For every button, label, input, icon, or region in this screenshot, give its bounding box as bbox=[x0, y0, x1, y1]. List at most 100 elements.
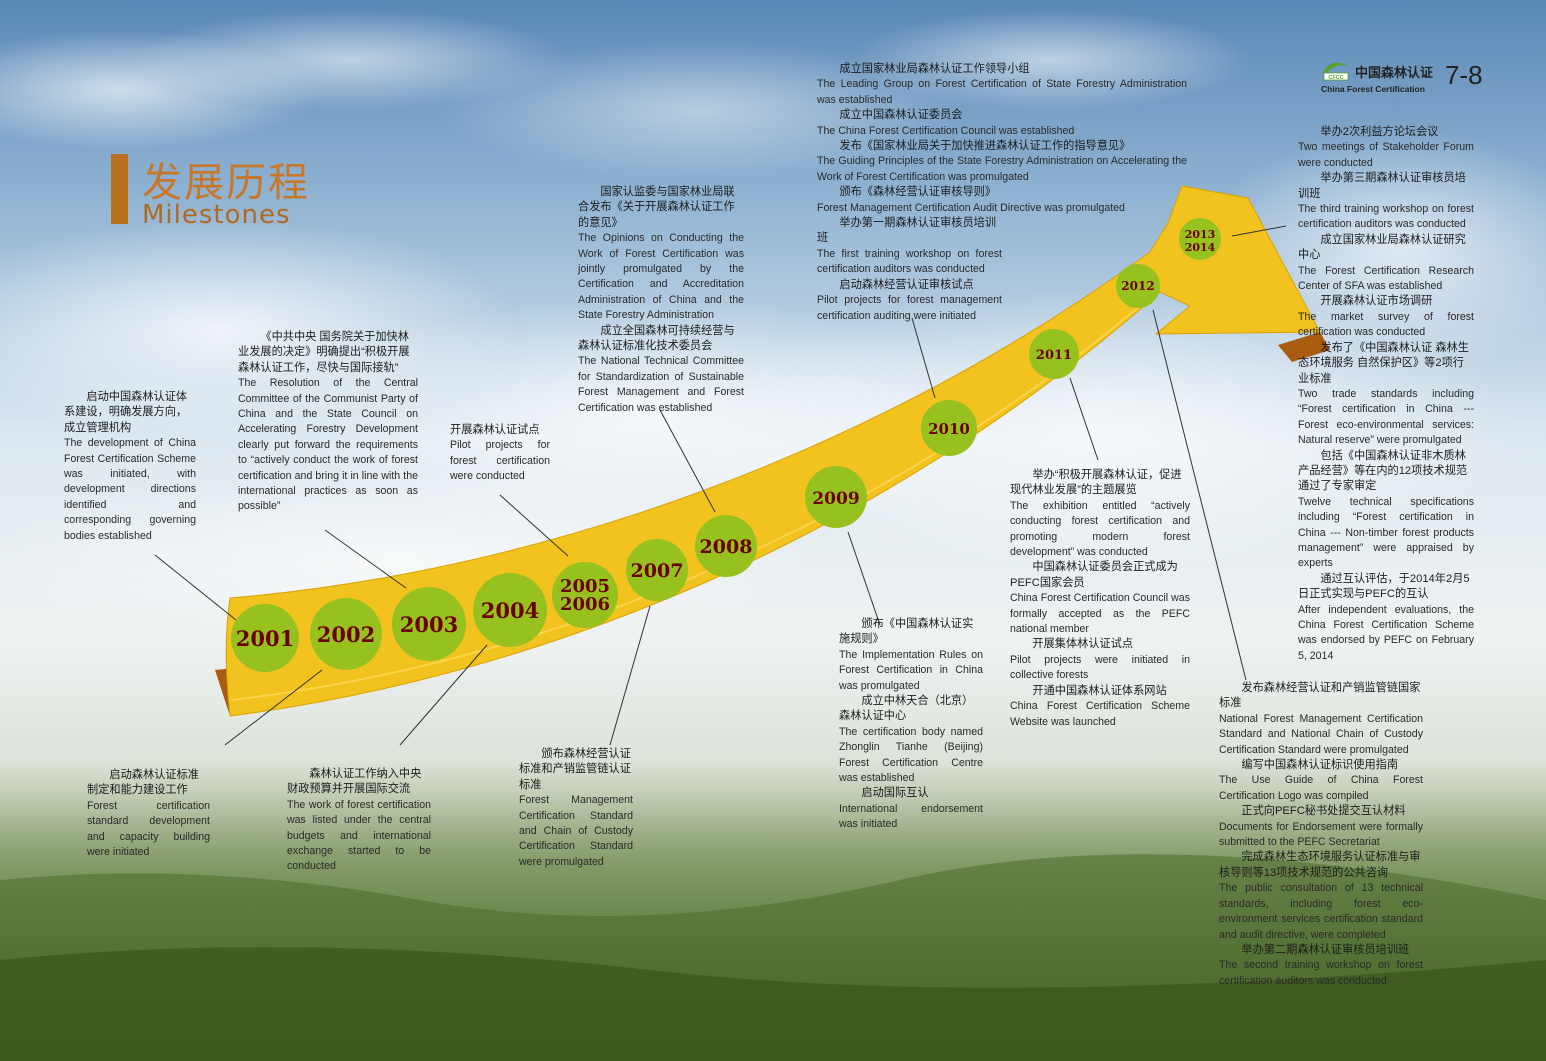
year-label-2008: 2008 bbox=[700, 536, 753, 558]
milestone-2003-zh: 《中共中央 国务院关于加快林业发展的决定》明确提出“积极开展森林认证工作，尽快与… bbox=[238, 331, 410, 374]
milestone-2009: 颁布《中国森林认证实施规则》 The Implementation Rules … bbox=[839, 617, 983, 833]
year-label-2010: 2010 bbox=[928, 420, 970, 438]
milestone-2010-c-en: The Guiding Principles of the State Fore… bbox=[817, 155, 1187, 183]
logo-text-en: China Forest Certification bbox=[1321, 84, 1425, 94]
milestone-2003-en: The Resolution of the Central Committee … bbox=[238, 377, 418, 513]
tree-logo-icon: CFCC bbox=[1323, 62, 1349, 81]
milestone-2005-en: Pilot projects for forest certification … bbox=[450, 439, 550, 483]
milestone-2013-d-en: The market survey of forest certificatio… bbox=[1298, 310, 1474, 339]
milestone-2004-en: The work of forest certification was lis… bbox=[287, 798, 431, 873]
arrow-head-side bbox=[1278, 332, 1330, 362]
milestone-2010-d-zh: 颁布《森林经营认证审核导则》 bbox=[839, 186, 997, 199]
milestone-2009-b-zh: 成立中林天合（北京）森林认证中心 bbox=[839, 695, 974, 723]
milestone-2012-a-en: National Forest Management Certification… bbox=[1219, 712, 1423, 756]
year-circle-2002 bbox=[310, 598, 382, 670]
year-label-2014: 2014 bbox=[1185, 241, 1216, 254]
milestone-2009-c-en: International endorsement was initiated bbox=[839, 802, 983, 831]
milestone-2013-e-zh: 发布了《中国森林认证 森林生态环境服务 自然保护区》等2项行业标准 bbox=[1298, 341, 1469, 385]
milestone-2012-c-zh: 正式向PEFC秘书处提交互认材料 bbox=[1241, 805, 1406, 818]
milestone-2010-e-en: The first training workshop on forest ce… bbox=[817, 247, 1002, 276]
year-label-2003: 2003 bbox=[400, 612, 458, 637]
title-accent-bar bbox=[111, 154, 128, 224]
year-label-2005: 2005 bbox=[560, 576, 610, 597]
milestone-2012-d-zh: 完成森林生态环境服务认证标准与审核导则等13项技术规范的公共咨询 bbox=[1219, 851, 1421, 879]
milestone-2011-d-zh: 开通中国森林认证体系网站 bbox=[1032, 684, 1167, 697]
milestone-2013-c-zh: 成立国家林业局森林认证研究中心 bbox=[1298, 233, 1466, 262]
leader-lines bbox=[154, 225, 1287, 746]
milestone-2001-zh: 启动中国森林认证体系建设，明确发展方向，成立管理机构 bbox=[64, 391, 188, 434]
milestone-2011: 举办“积极开展森林认证，促进现代林业发展”的主题展览 The exhibitio… bbox=[1010, 468, 1190, 730]
milestone-2005-zh: 开展森林认证试点 bbox=[450, 424, 540, 436]
year-label-2013: 2013 bbox=[1185, 228, 1216, 241]
milestone-2013-b-zh: 举办第三期森林认证审核员培训班 bbox=[1298, 172, 1466, 200]
milestone-2012-a-zh: 发布森林经营认证和产销监管链国家标准 bbox=[1219, 682, 1421, 710]
milestone-2011-b-en: China Forest Certification Council was f… bbox=[1010, 592, 1190, 636]
cfcc-logo: CFCC 中国森林认证 China Forest Certification 7… bbox=[1319, 58, 1499, 98]
milestone-2009-a-en: The Implementation Rules on Forest Certi… bbox=[839, 648, 983, 692]
milestone-2005: 开展森林认证试点 Pilot projects for forest certi… bbox=[450, 423, 550, 485]
milestone-2013-2014: 举办2次利益方论坛会议 Two meetings of Stakeholder … bbox=[1298, 125, 1474, 664]
milestone-2008: 国家认监委与国家林业局联合发布《关于开展森林认证工作的意见》 The Opini… bbox=[578, 185, 744, 416]
milestone-2009-a-zh: 颁布《中国森林认证实施规则》 bbox=[839, 618, 974, 646]
milestone-2009-c-zh: 启动国际互认 bbox=[861, 787, 929, 800]
year-circle-2004 bbox=[473, 573, 547, 647]
page-subtitle: Milestones bbox=[142, 200, 291, 230]
milestone-2008-b-zh: 成立全国森林可持续经营与森林认证标准化技术委员会 bbox=[578, 324, 735, 353]
milestone-2011-c-en: Pilot projects were initiated in collect… bbox=[1010, 653, 1190, 682]
logo-text-zh: 中国森林认证 bbox=[1355, 66, 1434, 81]
milestone-2013-c-en: The Forest Certification Research Center… bbox=[1298, 264, 1474, 293]
milestone-2007: 颁布森林经营认证标准和产销监管链认证标准 Forest Management C… bbox=[519, 747, 633, 870]
milestone-2011-c-zh: 开展集体林认证试点 bbox=[1032, 638, 1134, 651]
milestone-2010-c-zh: 发布《国家林业局关于加快推进森林认证工作的指导意见》 bbox=[839, 140, 1131, 153]
milestone-2004-zh: 森林认证工作纳入中央财政预算并开展国际交流 bbox=[287, 768, 422, 796]
milestone-2013-g-zh: 通过互认评估，于2014年2月5日正式实现与PEFC的互认 bbox=[1298, 572, 1470, 601]
milestone-2009-b-en: The certification body named Zhonglin Ti… bbox=[839, 725, 983, 785]
milestone-2013-b-en: The third training workshop on forest ce… bbox=[1298, 203, 1474, 231]
milestone-2004: 森林认证工作纳入中央财政预算并开展国际交流 The work of forest… bbox=[287, 767, 431, 875]
milestone-2012-c-en: Documents for Endorsement were formally … bbox=[1219, 820, 1423, 849]
year-circle-2003 bbox=[392, 587, 466, 661]
milestone-2002-zh: 启动森林认证标准制定和能力建设工作 bbox=[87, 769, 199, 797]
year-circle-2013-2014 bbox=[1179, 218, 1221, 260]
milestone-2012: 发布森林经营认证和产销监管链国家标准 National Forest Manag… bbox=[1219, 681, 1423, 989]
year-circle-2001 bbox=[231, 604, 299, 672]
milestone-2010-a-zh: 成立国家林业局森林认证工作领导小组 bbox=[839, 63, 1030, 75]
year-label-2012: 2012 bbox=[1121, 279, 1154, 293]
milestone-2011-a-zh: 举办“积极开展森林认证，促进现代林业发展”的主题展览 bbox=[1010, 469, 1182, 497]
milestone-2003: 《中共中央 国务院关于加快林业发展的决定》明确提出“积极开展森林认证工作，尽快与… bbox=[238, 330, 418, 515]
milestone-2002-en: Forest certification standard developmen… bbox=[87, 799, 210, 859]
milestone-2012-e-en: The second training workshop on forest c… bbox=[1219, 959, 1423, 987]
page-number: 7-8 bbox=[1445, 60, 1483, 90]
milestone-2012-e-zh: 举办第二期森林认证审核员培训班 bbox=[1241, 943, 1410, 956]
milestone-2013-g-en: After independent evaluations, the China… bbox=[1298, 603, 1474, 662]
year-circle-2012 bbox=[1116, 264, 1160, 308]
milestone-2011-a-en: The exhibition entitled “actively conduc… bbox=[1010, 499, 1190, 559]
year-label-2009: 2009 bbox=[812, 489, 859, 509]
year-label-2004: 2004 bbox=[481, 598, 539, 623]
milestone-2002: 启动森林认证标准制定和能力建设工作 Forest certification s… bbox=[87, 768, 210, 860]
milestone-2010-b-en: The China Forest Certification Council w… bbox=[817, 124, 1075, 137]
milestone-2010-d-en: Forest Management Certification Audit Di… bbox=[817, 201, 1125, 214]
milestone-2008-b-en: The National Technical Committee for Sta… bbox=[578, 355, 744, 414]
milestone-2012-b-en: The Use Guide of China Forest Certificat… bbox=[1219, 774, 1423, 802]
milestone-2012-d-en: The public consultation of 13 technical … bbox=[1219, 882, 1423, 941]
milestone-2008-a-zh: 国家认监委与国家林业局联合发布《关于开展森林认证工作的意见》 bbox=[578, 186, 735, 229]
milestone-2011-d-en: China Forest Certification Scheme Websit… bbox=[1010, 700, 1190, 728]
milestone-2011-b-zh: 中国森林认证委员会正式成为PEFC国家会员 bbox=[1010, 561, 1178, 589]
milestone-2013-d-zh: 开展森林认证市场调研 bbox=[1320, 295, 1433, 308]
milestone-2013-a-en: Two meetings of Stakeholder Forum were c… bbox=[1298, 141, 1474, 169]
milestone-2013-e-en: Two trade standards including “Forest ce… bbox=[1298, 387, 1474, 447]
milestone-2010-b-zh: 成立中国森林认证委员会 bbox=[839, 109, 963, 122]
svg-text:CFCC: CFCC bbox=[1328, 75, 1343, 81]
milestone-2010-a-en: The Leading Group on Forest Certificatio… bbox=[817, 78, 1187, 106]
year-label-2007: 2007 bbox=[631, 560, 684, 582]
year-label-2006: 2006 bbox=[560, 594, 610, 615]
milestone-2013-f-en: Twelve technical specifications includin… bbox=[1298, 495, 1474, 570]
milestone-2001-en: The development of China Forest Certific… bbox=[64, 437, 196, 542]
milestone-2013-a-zh: 举办2次利益方论坛会议 bbox=[1320, 126, 1439, 138]
year-circle-2007 bbox=[626, 539, 688, 601]
milestone-2008-a-en: The Opinions on Conducting the Work of F… bbox=[578, 232, 744, 322]
year-circle-2011 bbox=[1029, 329, 1079, 379]
